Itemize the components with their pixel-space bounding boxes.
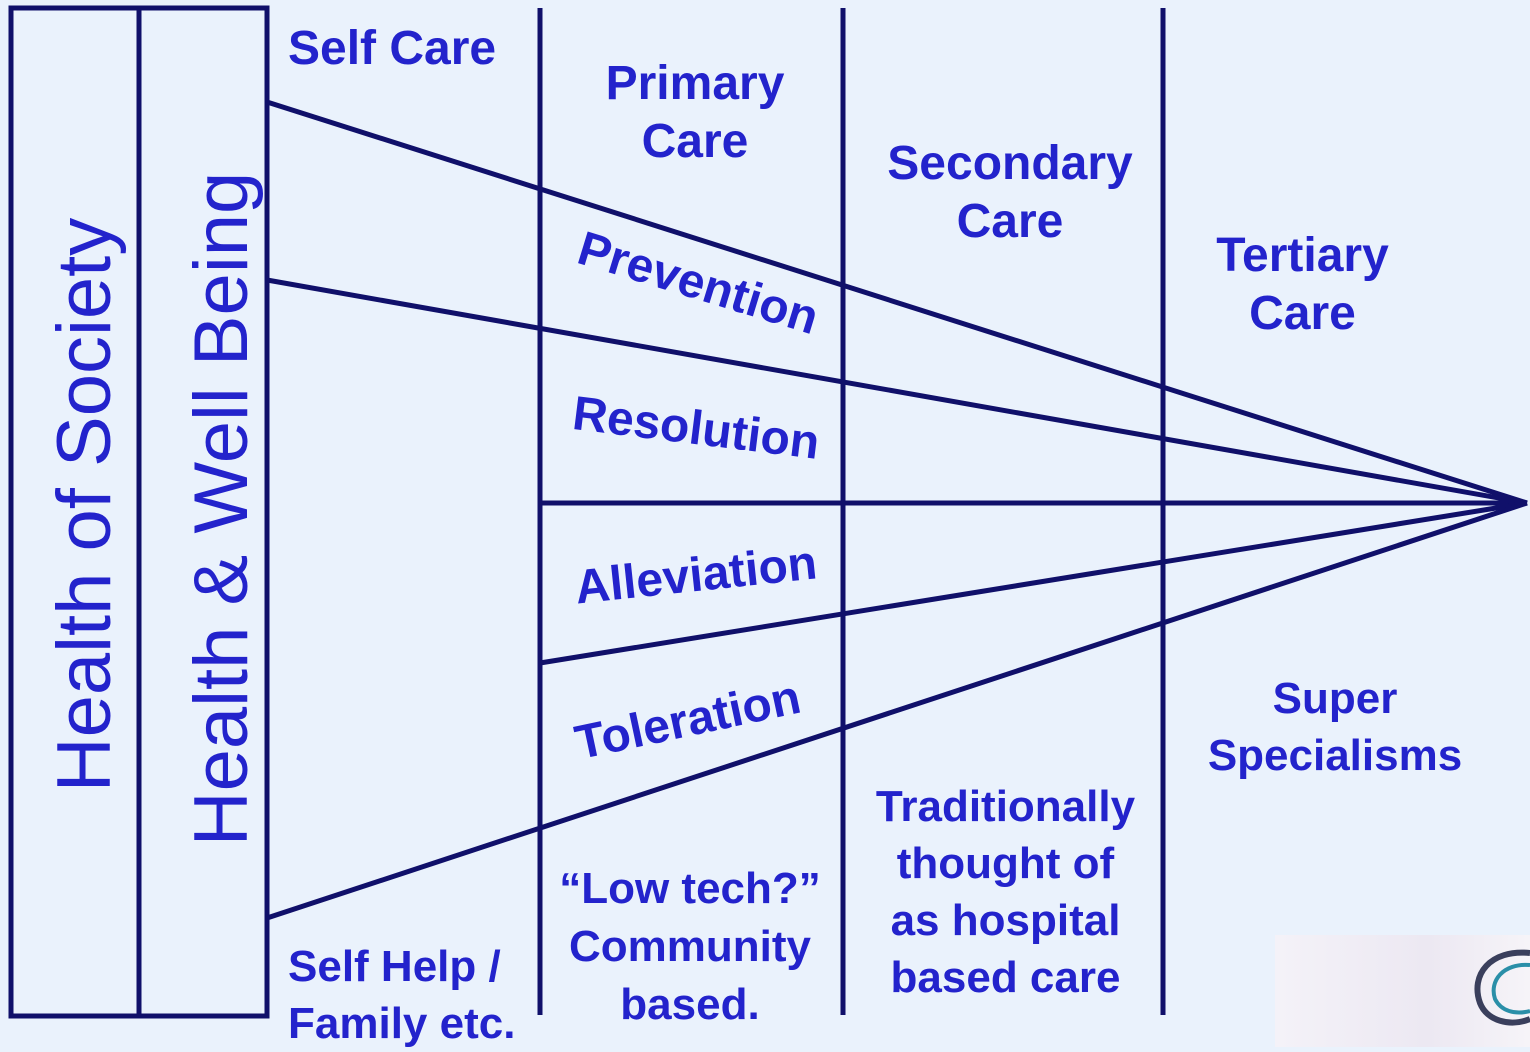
self-help-line-2: Family etc. bbox=[288, 999, 516, 1048]
community-note: “Low tech?” Community based. bbox=[540, 860, 840, 1034]
self-help-line-1: Self Help / bbox=[288, 942, 501, 991]
logo-arc-icon bbox=[1474, 949, 1530, 1026]
hospital-line-2: thought of bbox=[896, 839, 1115, 888]
primary-care-line-2: Care bbox=[641, 114, 749, 168]
primary-care-line-1: Primary bbox=[605, 57, 785, 110]
super-line-1: Super bbox=[1272, 674, 1398, 723]
ray-upper bbox=[266, 277, 1528, 506]
primary-care-label: Primary Care bbox=[545, 55, 845, 170]
secondary-care-line-2: Care bbox=[956, 194, 1064, 248]
tertiary-care-line-2: Care bbox=[1249, 286, 1356, 340]
logo-fragment bbox=[1275, 935, 1530, 1047]
super-line-2: Specialisms bbox=[1207, 731, 1463, 780]
community-line-2: Community bbox=[569, 922, 811, 971]
community-line-3: based. bbox=[620, 980, 760, 1029]
tertiary-care-label: Tertiary Care bbox=[1165, 227, 1440, 342]
community-line-1: “Low tech?” bbox=[559, 864, 821, 913]
secondary-care-label: Secondary Care bbox=[855, 135, 1165, 250]
self-care-label: Self Care bbox=[288, 22, 497, 75]
secondary-care-line-1: Secondary bbox=[887, 137, 1133, 190]
wellbeing-box bbox=[136, 5, 270, 1019]
hospital-line-1: Traditionally bbox=[875, 782, 1136, 831]
hospital-note: Traditionally thought of as hospital bas… bbox=[848, 778, 1163, 1006]
ray-bottom bbox=[266, 500, 1528, 921]
ray-lower bbox=[539, 500, 1528, 666]
ray-top bbox=[266, 99, 1528, 506]
self-help-note: Self Help / Family etc. bbox=[288, 938, 515, 1052]
hospital-line-4: based care bbox=[890, 953, 1121, 1002]
hospital-line-3: as hospital bbox=[890, 896, 1121, 945]
super-specialisms-note: Super Specialisms bbox=[1180, 670, 1490, 784]
tertiary-care-line-1: Tertiary bbox=[1216, 229, 1389, 282]
health-of-society-label: Health of Society bbox=[42, 217, 127, 793]
health-well-being-label: Health & Well Being bbox=[179, 171, 264, 847]
